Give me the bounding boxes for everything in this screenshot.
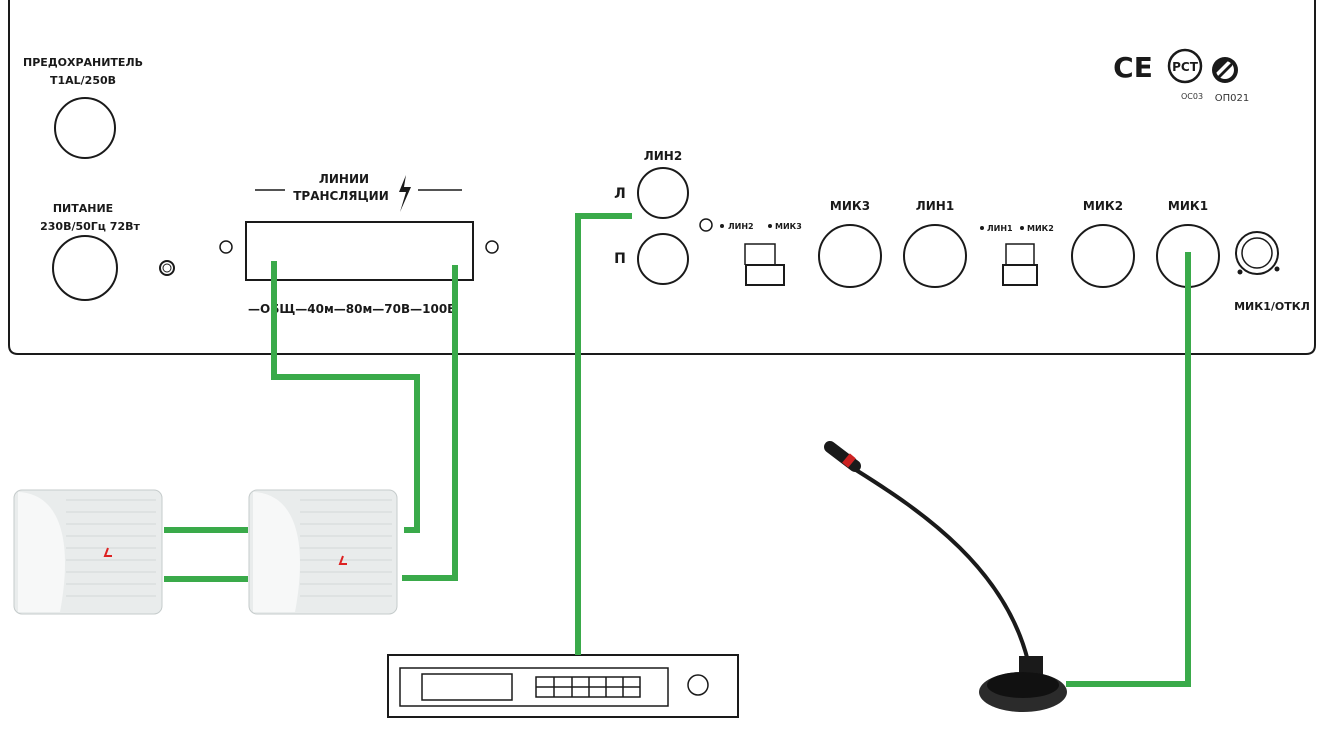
lin2-right-label: П [614, 251, 626, 267]
lin1-jack[interactable] [903, 224, 967, 288]
rear-panel: ПРЕДОХРАНИТЕЛЬ T1AL/250B ПИТАНИЕ 230В/50… [8, 0, 1316, 355]
terminal-taps-label: —ОБЩ—40м—80м—70В—100В [248, 302, 456, 316]
mic1-knob-label: МИК1/ОТКЛ [1234, 300, 1310, 313]
pct-mark-text: PCT [1172, 60, 1199, 74]
speaker-1 [13, 489, 163, 615]
fuse-rating-label: T1AL/250B [50, 74, 116, 87]
input-selector-switch-1[interactable] [745, 264, 785, 286]
fuse-holder[interactable] [54, 97, 116, 159]
cable-speaker-line-2 [402, 265, 458, 581]
mic2-jack[interactable] [1071, 224, 1135, 288]
mic1-label: МИК1 [1168, 199, 1208, 213]
lin1-label: ЛИН1 [916, 199, 954, 213]
cable-speaker-line-1 [271, 261, 420, 533]
lines-label-2: ТРАНСЛЯЦИИ [293, 189, 389, 203]
cert-code-1: OC03 [1181, 92, 1203, 101]
lin2-left-jack[interactable] [637, 167, 689, 219]
switch1-option-b: МИК3 [775, 222, 802, 231]
speaker-terminal-block[interactable] [245, 221, 474, 281]
panel-indicator [699, 218, 713, 232]
ground-terminal-inner [162, 263, 172, 273]
lines-label: ЛИНИИ [319, 172, 369, 186]
ground-terminal[interactable] [159, 260, 175, 276]
switch1-option-a: ЛИН2 [728, 222, 754, 231]
certification-emblem-icon [1212, 57, 1238, 83]
lin2-left-label: Л [614, 186, 626, 202]
switch2-option-a: ЛИН1 [987, 224, 1013, 233]
input-selector-switch-2[interactable] [1002, 264, 1038, 286]
cables [164, 213, 1191, 687]
mic3-label: МИК3 [830, 199, 870, 213]
switch2-option-b: МИК2 [1027, 224, 1054, 233]
cert-code-2: ОП021 [1215, 93, 1249, 104]
fuse-label: ПРЕДОХРАНИТЕЛЬ [23, 56, 143, 69]
power-rating-label: 230В/50Гц 72Вт [40, 220, 140, 233]
speaker-2 [248, 489, 398, 615]
cable-mic-to-mic1 [1066, 252, 1191, 687]
mic2-label: МИК2 [1083, 199, 1123, 213]
source-device [387, 654, 739, 718]
high-voltage-icon [399, 175, 411, 212]
terminal-screw-left [219, 240, 233, 254]
lin2-right-jack[interactable] [637, 233, 689, 285]
pct-mark-icon: PCT [1167, 48, 1203, 84]
power-label: ПИТАНИЕ [53, 202, 113, 215]
power-inlet[interactable] [52, 235, 118, 301]
source-volume-knob[interactable] [687, 674, 709, 696]
cable-source-to-lin2 [575, 213, 632, 655]
mic3-jack[interactable] [818, 224, 882, 288]
gooseneck-microphone [824, 441, 1067, 712]
ce-mark: CE [1113, 51, 1153, 84]
lin2-label: ЛИН2 [644, 149, 682, 163]
terminal-screw-right [485, 240, 499, 254]
